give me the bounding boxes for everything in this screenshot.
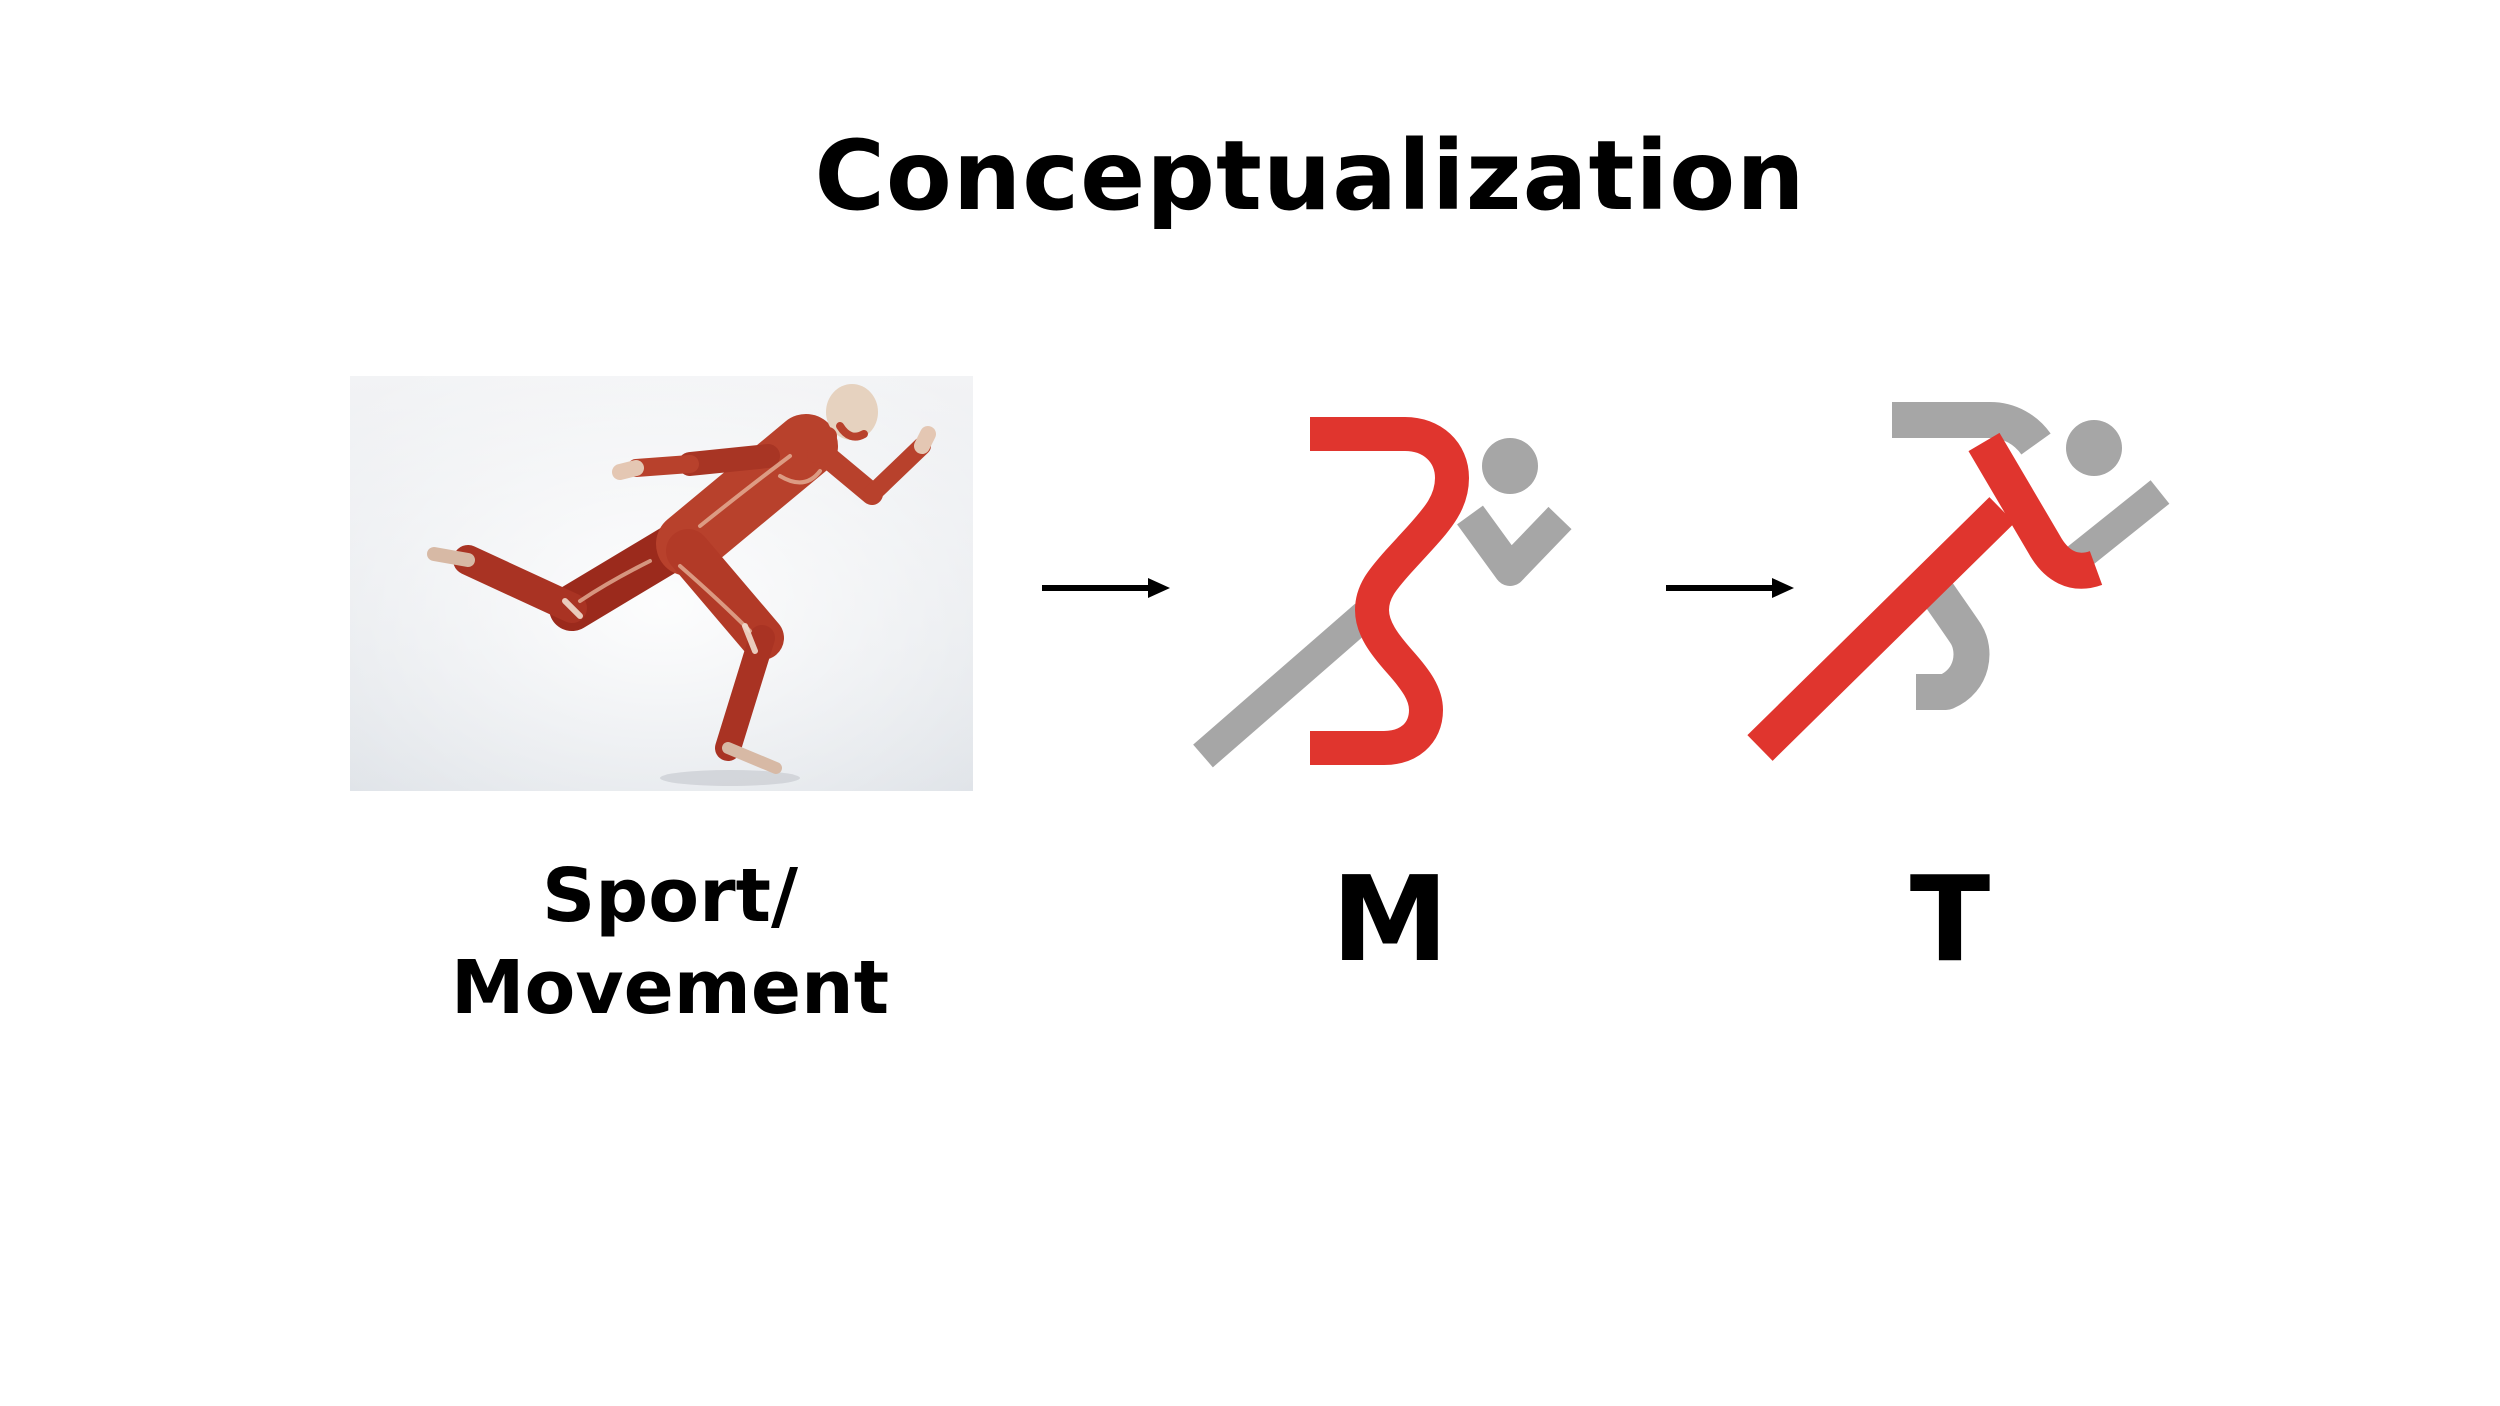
anatomical-runner-photo — [350, 376, 973, 791]
letter-m-runner-icon — [1193, 417, 1572, 768]
label-t: T — [1909, 850, 1991, 988]
arrow-right-icon — [1666, 578, 1794, 598]
label-line: Sport/ — [541, 853, 798, 939]
label-sport-movement: Sport/ Movement — [420, 850, 920, 1034]
label-m: M — [1331, 850, 1449, 988]
label-line: Movement — [450, 945, 890, 1031]
arrow-right-icon — [1042, 578, 1170, 598]
letter-t-runner-icon — [1747, 402, 2170, 761]
page-title: Conceptualization — [814, 120, 1806, 232]
